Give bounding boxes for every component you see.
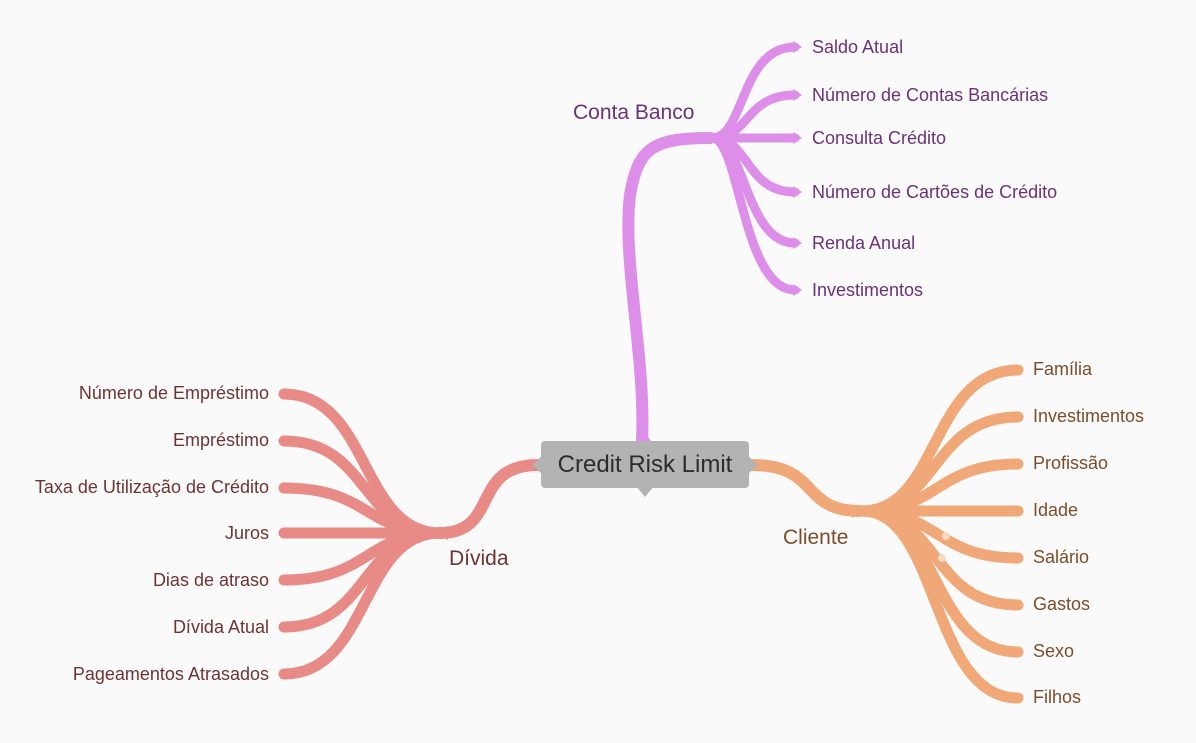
divida-leaf-taxa-utilizacao[interactable]: Taxa de Utilização de Crédito: [34, 477, 269, 497]
root-left-notch: [532, 456, 542, 474]
conta-leaf-renda-anual[interactable]: Renda Anual: [812, 233, 916, 253]
cliente-leaf-idade[interactable]: Idade: [1033, 500, 1079, 520]
cliente-leaf-profissao[interactable]: Profissão: [1033, 453, 1109, 473]
conta-leaf-numero-contas[interactable]: Número de Contas Bancárias: [812, 85, 1049, 105]
cliente-leaf-connectors: [856, 364, 1024, 704]
divida-leaf-numero-emprestimo[interactable]: Número de Empréstimo: [78, 383, 269, 403]
divida-trunk: [434, 459, 544, 539]
cliente-leaf-gastos[interactable]: Gastos: [1033, 594, 1091, 614]
cliente-leaf-sexo[interactable]: Sexo: [1033, 641, 1075, 661]
cliente-trunk: [746, 459, 866, 517]
branch-conta-banco[interactable]: Conta Banco: [573, 101, 695, 124]
root-top-notch: [636, 432, 652, 442]
root-topic-label: Credit Risk Limit: [557, 450, 733, 478]
root-topic[interactable]: Credit Risk Limit: [541, 441, 749, 488]
conta-banco-trunk: [622, 132, 716, 446]
branch-cliente[interactable]: Cliente: [783, 526, 849, 549]
branch-divida[interactable]: Dívida: [449, 547, 509, 570]
divida-leaf-pagamentos-atrasados[interactable]: Pageamentos Atrasados: [72, 664, 269, 684]
conta-leaf-investimentos[interactable]: Investimentos: [812, 280, 924, 300]
connector-dot: [942, 532, 950, 540]
root-right-notch: [748, 456, 758, 474]
connector-dot: [938, 554, 946, 562]
divida-leaf-arrows: [278, 388, 287, 680]
cliente-leaf-salario[interactable]: Salário: [1033, 547, 1090, 567]
divida-leaf-divida-atual[interactable]: Dívida Atual: [172, 617, 269, 637]
cliente-leaf-familia[interactable]: Família: [1033, 359, 1093, 379]
conta-leaf-numero-cartoes[interactable]: Número de Cartões de Crédito: [812, 182, 1058, 202]
conta-leaf-saldo-atual[interactable]: Saldo Atual: [812, 37, 904, 57]
conta-banco-leaf-connectors: [707, 42, 800, 295]
divida-leaf-connectors: [278, 388, 446, 680]
cliente-leaf-filhos[interactable]: Filhos: [1033, 687, 1082, 707]
cliente-leaf-investimentos[interactable]: Investimentos: [1033, 406, 1145, 426]
conta-leaf-consulta-credito[interactable]: Consulta Crédito: [812, 128, 947, 148]
conta-banco-leaf-arrows: [793, 41, 802, 296]
divida-leaf-dias-atraso[interactable]: Dias de atraso: [152, 570, 269, 590]
divida-leaf-juros[interactable]: Juros: [224, 523, 269, 543]
divida-leaf-emprestimo[interactable]: Empréstimo: [172, 430, 269, 450]
root-bottom-notch: [636, 486, 654, 497]
cliente-leaf-arrows: [1015, 364, 1024, 704]
